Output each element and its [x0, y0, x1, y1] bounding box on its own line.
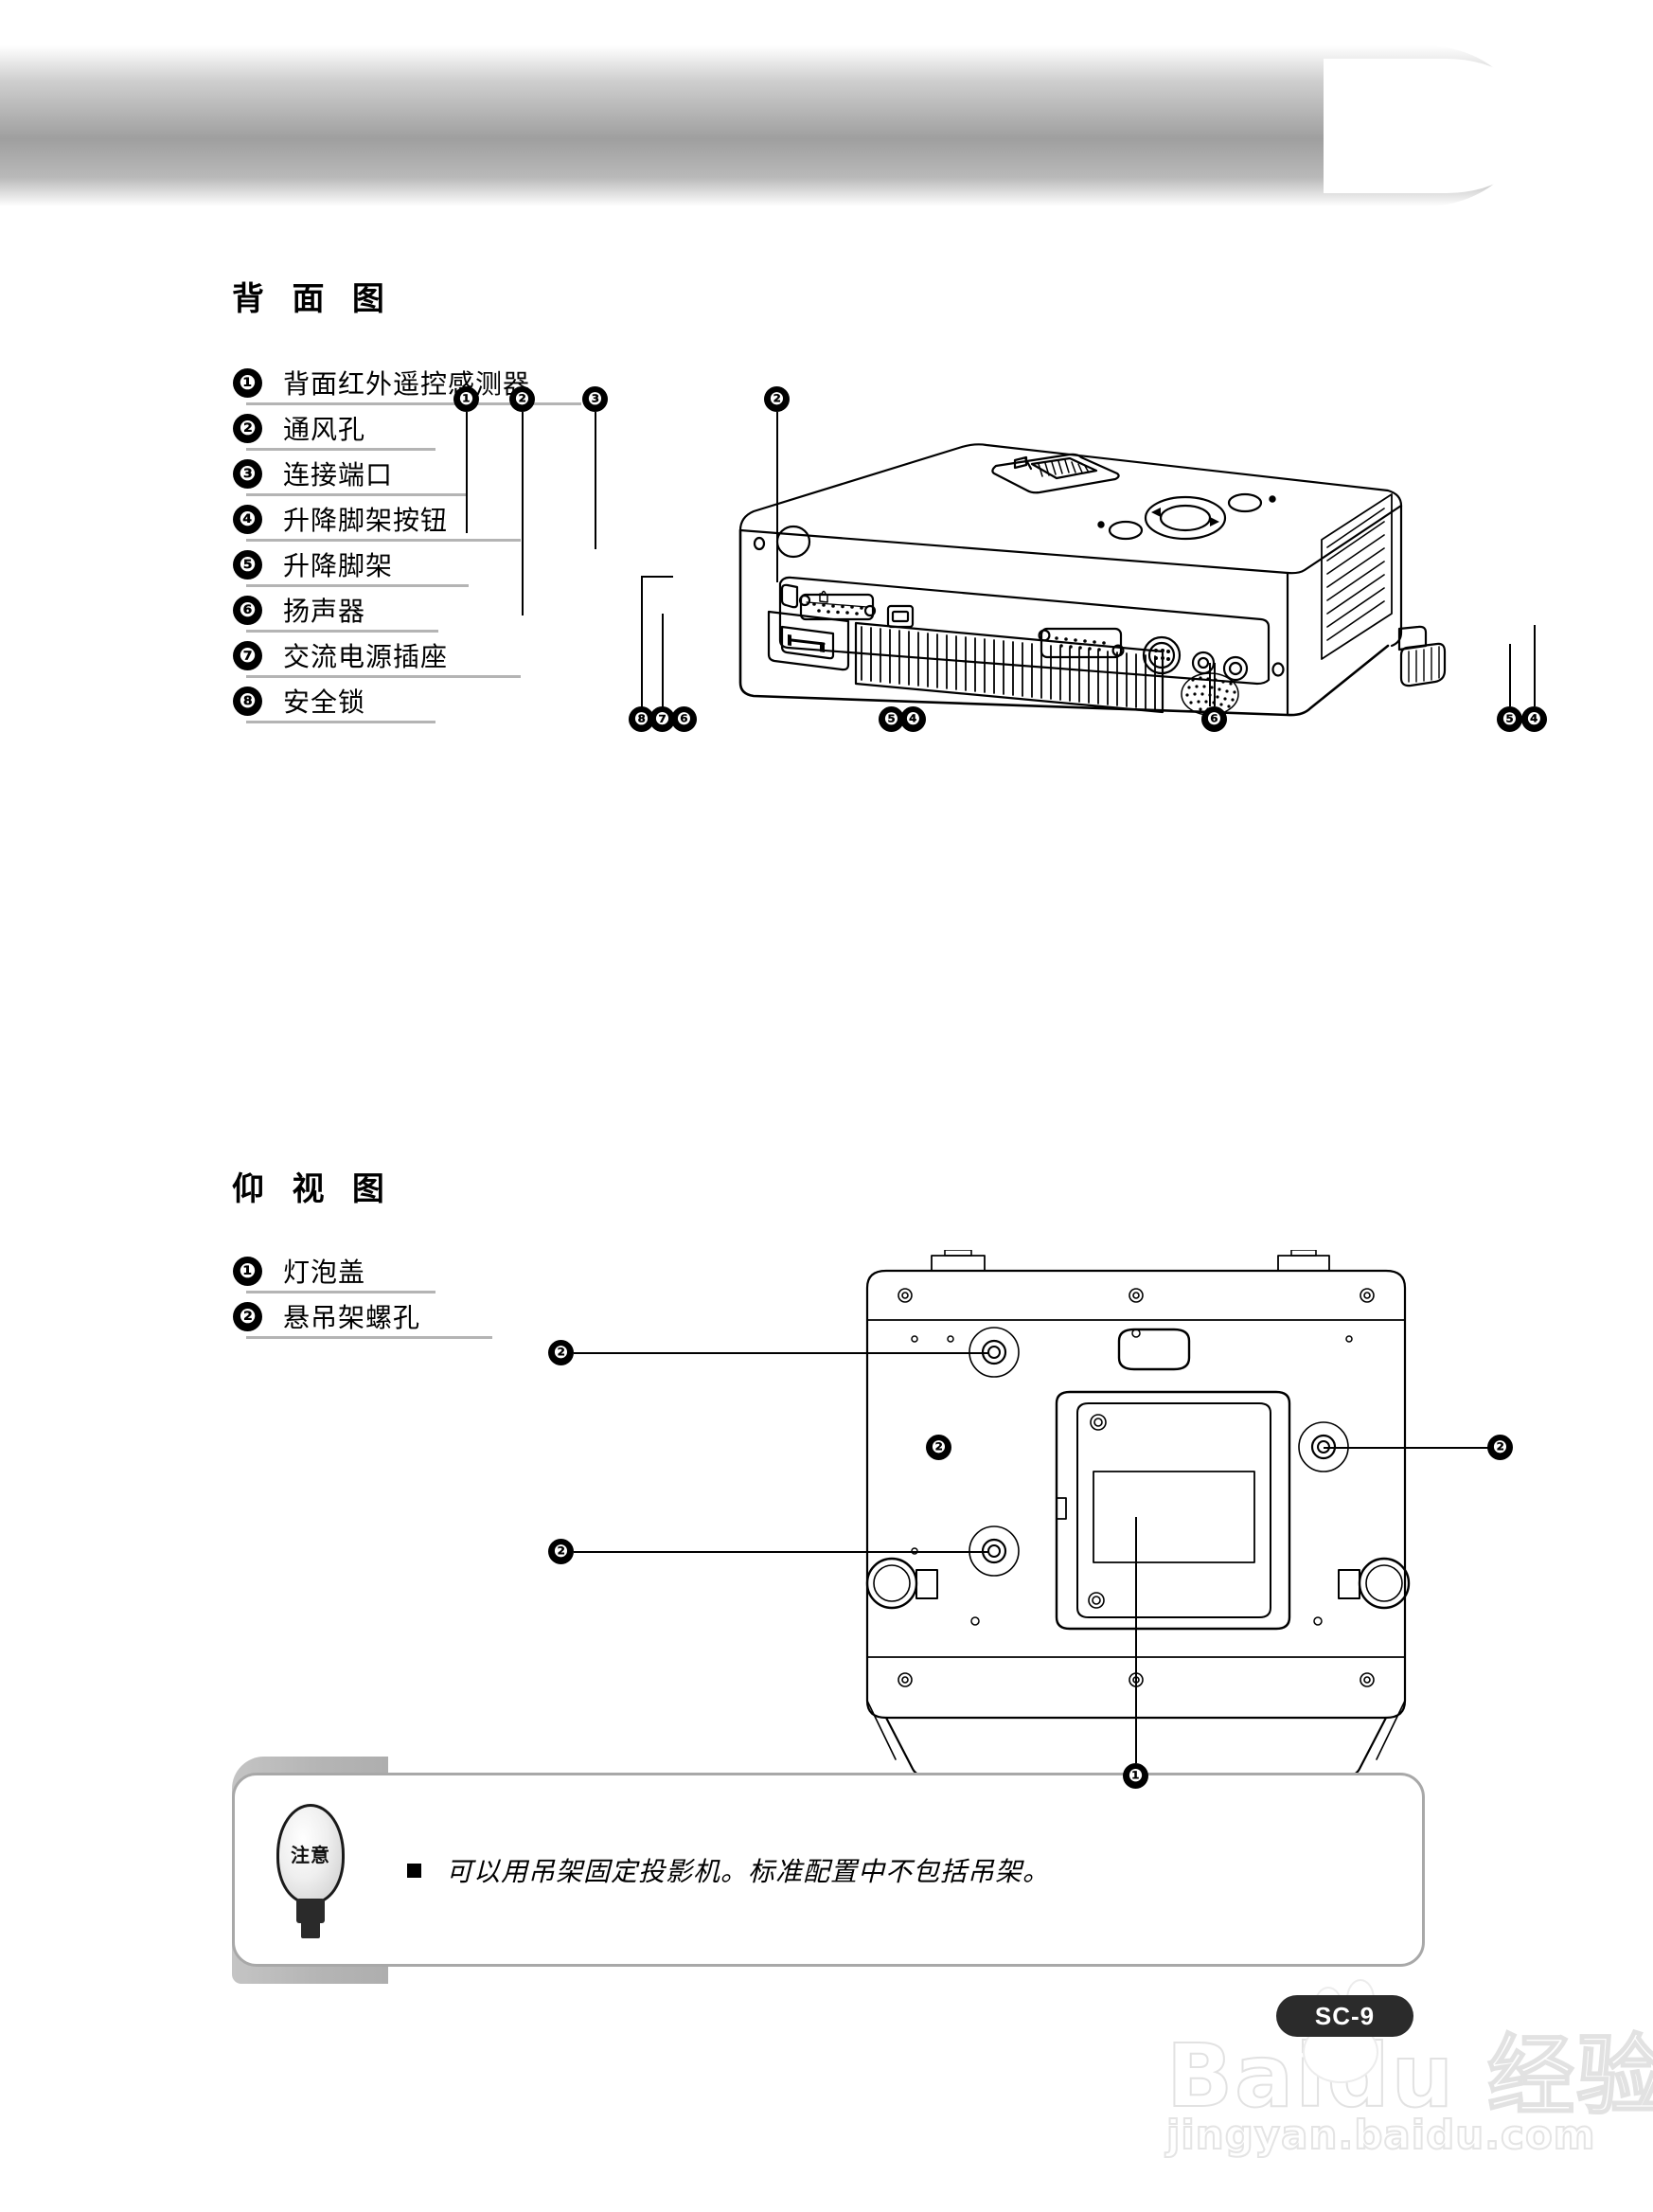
callout-rear-2a: ❷: [509, 386, 535, 412]
leader-line: [776, 412, 778, 582]
leader-line: [522, 412, 524, 615]
list-divider: [246, 630, 438, 633]
list-item: ❸ 连接端口: [233, 451, 536, 496]
legend-number-5: ❺: [233, 549, 262, 580]
callout-rear-6-marker: ❻: [1201, 706, 1227, 732]
list-divider: [246, 584, 469, 587]
callout-bottom-2c: ❷: [926, 1435, 951, 1460]
callout-rear-4-marker: ❹: [1521, 706, 1547, 732]
legend-number-1: ❶: [233, 367, 262, 398]
list-item: ❶ 背面红外遥控感测器: [233, 360, 581, 405]
leader-line: [1324, 1447, 1494, 1449]
callout-rear-5-marker: ❺: [1497, 706, 1522, 732]
list-item: ❻ 扬声器: [233, 587, 536, 633]
leader-line: [641, 576, 673, 578]
callout-rear-7: ❼: [649, 706, 675, 732]
rear-view-figure: [625, 379, 1591, 739]
callout-rear-2b: ❷: [764, 386, 790, 412]
leader-line: [574, 1352, 988, 1354]
leader-line: [641, 576, 643, 708]
note-content: 可以用吊架固定投影机。标准配置中不包括吊架。: [407, 1851, 1050, 1889]
bulb-neck: [296, 1899, 325, 1923]
rear-view-legend: ❶ 背面红外遥控感测器 ❷ 通风孔 ❸ 连接端口 ❹ 升降脚架按钮 ❺ 升降脚架…: [233, 360, 581, 723]
watermark-sub-text: jingyan.baidu.com: [1165, 2111, 1596, 2159]
leader-line-foot-button: [1534, 625, 1536, 706]
callout-rear-8: ❽: [629, 706, 654, 732]
page-header-band: [0, 0, 1653, 216]
legend-label-8: 安全锁: [283, 687, 366, 717]
note-box: [232, 1773, 1425, 1967]
list-divider: [246, 448, 435, 451]
legend-label-6: 扬声器: [283, 597, 366, 626]
baidu-watermark: Baidu 经验 jingyan.baidu.com: [1165, 1979, 1653, 2195]
leader-line: [466, 412, 468, 533]
list-divider: [246, 1336, 492, 1339]
bottom-view-legend: ❶ 灯泡盖 ❷ 悬吊架螺孔: [233, 1248, 536, 1339]
list-item: ❹ 升降脚架按钮: [233, 496, 536, 542]
bullet-square-icon: [407, 1864, 421, 1878]
callout-rear-5: ❺: [879, 706, 904, 732]
bottom-view-heading: 仰 视 图: [232, 1171, 394, 1207]
bulb-base: [301, 1921, 320, 1938]
callout-rear-3: ❸: [582, 386, 608, 412]
list-divider: [246, 721, 435, 723]
callout-rear-6: ❻: [671, 706, 697, 732]
list-item: ❽ 安全锁: [233, 678, 536, 723]
leader-line: [1209, 663, 1211, 706]
callout-bottom-1: ❶: [1123, 1763, 1148, 1789]
callout-bottom-2b: ❷: [548, 1539, 574, 1564]
list-item: ❼ 交流电源插座: [233, 633, 536, 678]
list-item: ❶ 灯泡盖: [233, 1248, 536, 1293]
leader-line: [595, 412, 596, 549]
note-text: 可以用吊架固定投影机。标准配置中不包括吊架。: [446, 1857, 1051, 1886]
legend-label-2: 通风孔: [283, 415, 366, 444]
callout-rear-4: ❹: [900, 706, 926, 732]
note-icon-label: 注意: [291, 1846, 330, 1866]
legend-number-b1: ❶: [233, 1256, 262, 1286]
legend-label-b1: 灯泡盖: [283, 1258, 366, 1287]
header-band-cutout: [1324, 59, 1541, 193]
legend-label-5: 升降脚架: [283, 551, 394, 580]
leader-line: [574, 1551, 988, 1553]
list-divider: [246, 1291, 435, 1293]
callout-bottom-2a: ❷: [548, 1340, 574, 1365]
legend-number-2: ❷: [233, 413, 262, 443]
bulb-glass: [276, 1804, 345, 1904]
leader-line-speaker: [1214, 663, 1216, 706]
legend-number-7: ❼: [233, 640, 262, 670]
legend-label-4: 升降脚架按钮: [283, 506, 449, 535]
bottom-view-figure: [833, 1250, 1439, 1780]
rear-view-heading: 背 面 图: [232, 281, 394, 317]
legend-number-4: ❹: [233, 504, 262, 534]
legend-number-8: ❽: [233, 686, 262, 716]
legend-label-3: 连接端口: [283, 460, 394, 490]
list-divider: [246, 493, 466, 496]
legend-number-3: ❸: [233, 458, 262, 489]
list-divider: [246, 675, 521, 678]
callout-rear-1: ❶: [453, 386, 479, 412]
list-divider: [246, 539, 521, 542]
leader-line-foot: [1509, 644, 1511, 706]
list-item: ❷ 悬吊架螺孔: [233, 1293, 536, 1339]
header-band-fill: [0, 45, 1354, 206]
list-item: ❷ 通风孔: [233, 405, 536, 451]
leader-line: [1135, 1517, 1137, 1763]
legend-label-7: 交流电源插座: [283, 642, 449, 671]
lightbulb-icon: 注意: [267, 1804, 354, 1946]
leader-line: [662, 614, 664, 708]
list-divider: [246, 402, 581, 405]
legend-number-6: ❻: [233, 595, 262, 625]
page-number-badge: SC-9: [1276, 1995, 1413, 2037]
list-item: ❺ 升降脚架: [233, 542, 536, 587]
callout-bottom-2c-marker: ❷: [1487, 1435, 1513, 1460]
legend-label-1: 背面红外遥控感测器: [283, 369, 531, 399]
legend-label-b2: 悬吊架螺孔: [283, 1303, 421, 1332]
legend-number-b2: ❷: [233, 1301, 262, 1331]
